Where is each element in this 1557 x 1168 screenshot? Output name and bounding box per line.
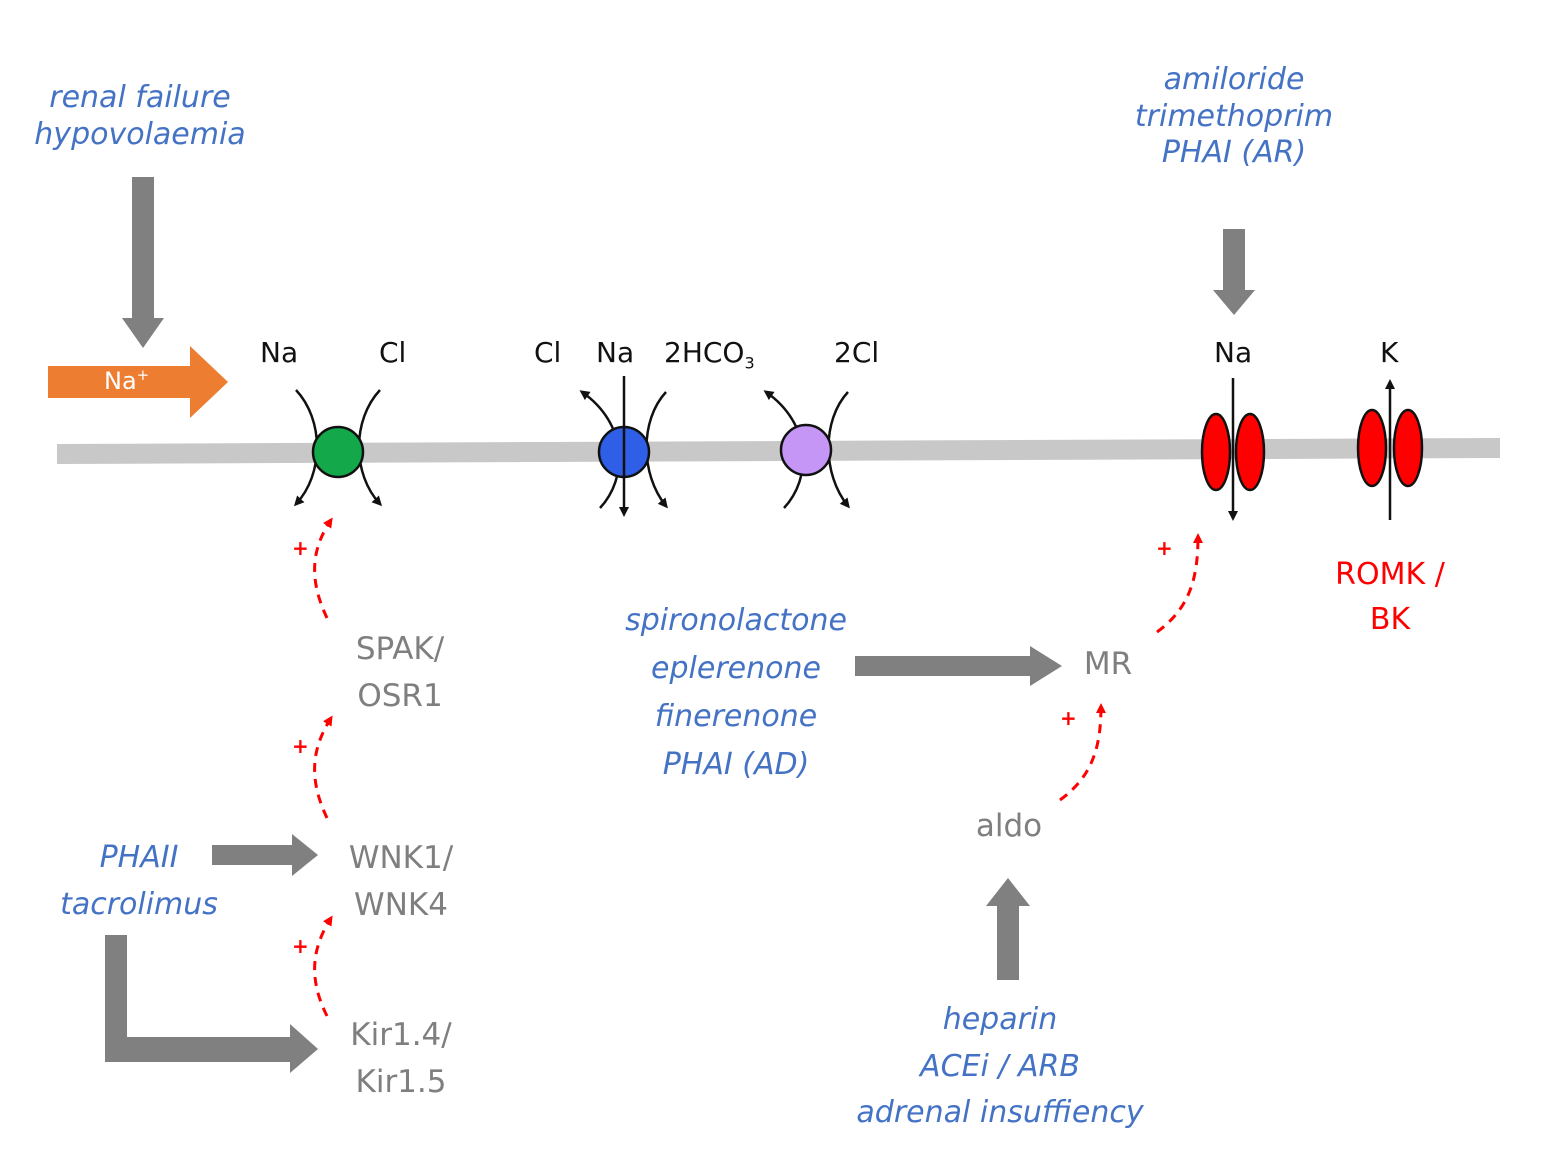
plus-sign-mr: + (1060, 706, 1077, 730)
romk-bk-channel (1356, 379, 1424, 520)
activation-wnk-to-spak (313, 715, 333, 819)
ncc-cotransporter (293, 389, 383, 507)
ncc-na-label: Na (260, 336, 299, 369)
pendrin-exchanger (763, 390, 850, 509)
enac-channel (1200, 378, 1266, 521)
activation-spak-to-ncc (313, 517, 333, 619)
spak-osr1-node: SPAK/ OSR1 (355, 631, 445, 714)
ncc-cl-label: Cl (379, 336, 407, 369)
mr-antagonists-label: spironolactone eplerenone finerenone PHA… (625, 603, 847, 782)
enac-na-label: Na (1214, 336, 1253, 369)
ncc-circle (311, 425, 365, 479)
enac-blockers-label: amiloride trimethoprim PHAI (AR) (1134, 62, 1334, 171)
aldo-inputs-label: heparin ACEi / ARB adrenal insuffiency (856, 1002, 1144, 1130)
aldo-node: aldo (975, 808, 1043, 844)
na-influx-arrow (48, 346, 228, 418)
arrow-phaii-to-kir (105, 935, 318, 1073)
ndcbe-hco3-label: 2HCO3 (664, 336, 755, 373)
wnk-inputs-label: PHAII tacrolimus (60, 840, 218, 922)
activation-mr-to-enac (1156, 533, 1203, 634)
activation-kir-to-wnk (313, 915, 333, 1017)
ndcbe-exchanger (579, 376, 668, 517)
arrow-phaii-to-wnk (212, 834, 318, 876)
romk-k-label: K (1380, 336, 1399, 369)
mr-node: MR (1083, 646, 1133, 682)
plus-sign-enac: + (1156, 536, 1173, 560)
ndcbe-na-label: Na (596, 336, 635, 369)
membrane (57, 438, 1500, 464)
romk-bk-label: ROMK / BK (1335, 557, 1445, 637)
arrow-blockers-to-enac (1213, 229, 1255, 315)
arrow-renal-to-na (122, 177, 164, 348)
arrow-inputs-to-aldo (986, 878, 1030, 980)
wnk1-wnk4-node: WNK1/ WNK4 (348, 840, 454, 923)
kir-node: Kir1.4/ Kir1.5 (350, 1017, 452, 1100)
renal-inputs-label: renal failure hypovolaemia (34, 80, 246, 152)
pendrin-cl-label: 2Cl (834, 336, 880, 369)
plus-sign-spak: + (292, 734, 309, 758)
activation-aldo-to-mr (1059, 703, 1106, 802)
plus-sign-ncc: + (292, 536, 309, 560)
na-influx-label: Na+ (104, 366, 150, 395)
ndcbe-cl-label: Cl (534, 336, 562, 369)
arrow-antagonists-to-mr (855, 646, 1062, 686)
pendrin-circle (779, 423, 833, 477)
plus-sign-wnk: + (292, 934, 309, 958)
